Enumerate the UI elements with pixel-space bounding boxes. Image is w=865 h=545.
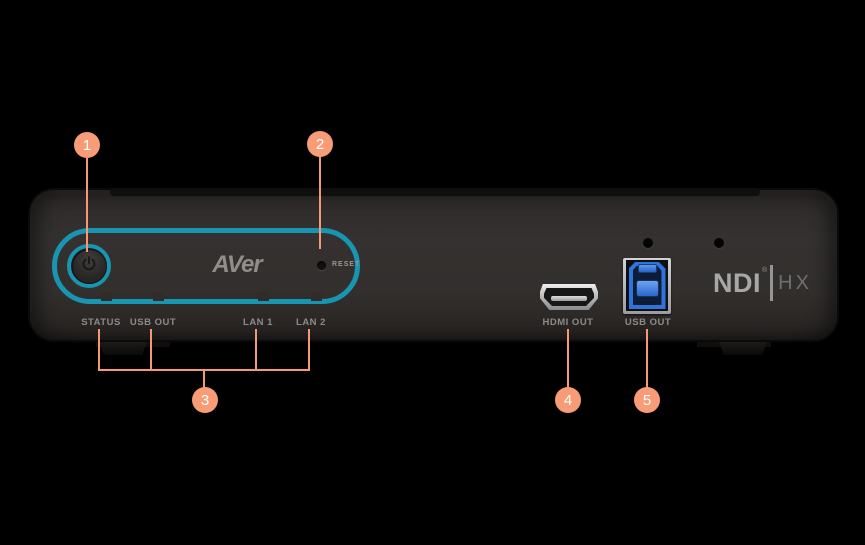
led-frame	[52, 228, 360, 304]
label-status: STATUS	[81, 317, 121, 328]
callout-line-1	[86, 158, 88, 252]
label-usb-out: USB OUT	[129, 317, 177, 328]
callout-line-3-usbout	[150, 329, 152, 371]
ndi-hx-logo: NDI ® HX	[713, 264, 812, 302]
ndi-registered-mark: ®	[762, 267, 768, 274]
device-body: RESET AVer STATUS USB OUT LAN 1 LAN 2 HD…	[28, 188, 839, 342]
callout-line-3-stem	[203, 369, 205, 388]
label-usb-out-port: USB OUT	[624, 317, 672, 328]
callout-line-3-lan2	[308, 329, 310, 371]
reset-label: RESET	[332, 261, 361, 268]
reset-button	[317, 261, 326, 270]
led-gap-status	[100, 292, 112, 301]
callout-1: 1	[74, 132, 100, 158]
callout-5: 5	[634, 387, 660, 413]
right-foot	[719, 342, 767, 355]
led-gap-lan2	[310, 292, 322, 301]
device-top-edge	[110, 188, 760, 196]
callout-line-5	[646, 329, 648, 388]
left-foot	[99, 342, 147, 355]
hdmi-port-tongue	[551, 296, 587, 301]
callout-4: 4	[555, 387, 581, 413]
led-gap-usb-out	[152, 292, 164, 301]
callout-line-3-status	[98, 329, 100, 371]
callout-2: 2	[307, 131, 333, 157]
screw-hole-right	[714, 238, 724, 248]
ndi-divider-bar	[770, 265, 774, 301]
brand-logo: AVer	[212, 251, 262, 278]
callout-line-2	[319, 157, 321, 249]
screw-hole-left	[643, 238, 653, 248]
power-button	[71, 248, 107, 284]
led-gap-lan1	[257, 292, 269, 301]
callout-3: 3	[192, 387, 218, 413]
usb-port-tongue	[635, 280, 659, 297]
label-lan1: LAN 1	[243, 317, 273, 328]
usb-port-tab	[638, 263, 657, 273]
callout-line-4	[567, 329, 569, 388]
ndi-text: NDI	[713, 267, 761, 298]
label-hdmi-out: HDMI OUT	[542, 317, 594, 328]
callout-line-3-lan1	[255, 329, 257, 371]
label-lan2: LAN 2	[296, 317, 326, 328]
hx-text: HX	[778, 272, 812, 294]
power-icon	[80, 255, 98, 278]
